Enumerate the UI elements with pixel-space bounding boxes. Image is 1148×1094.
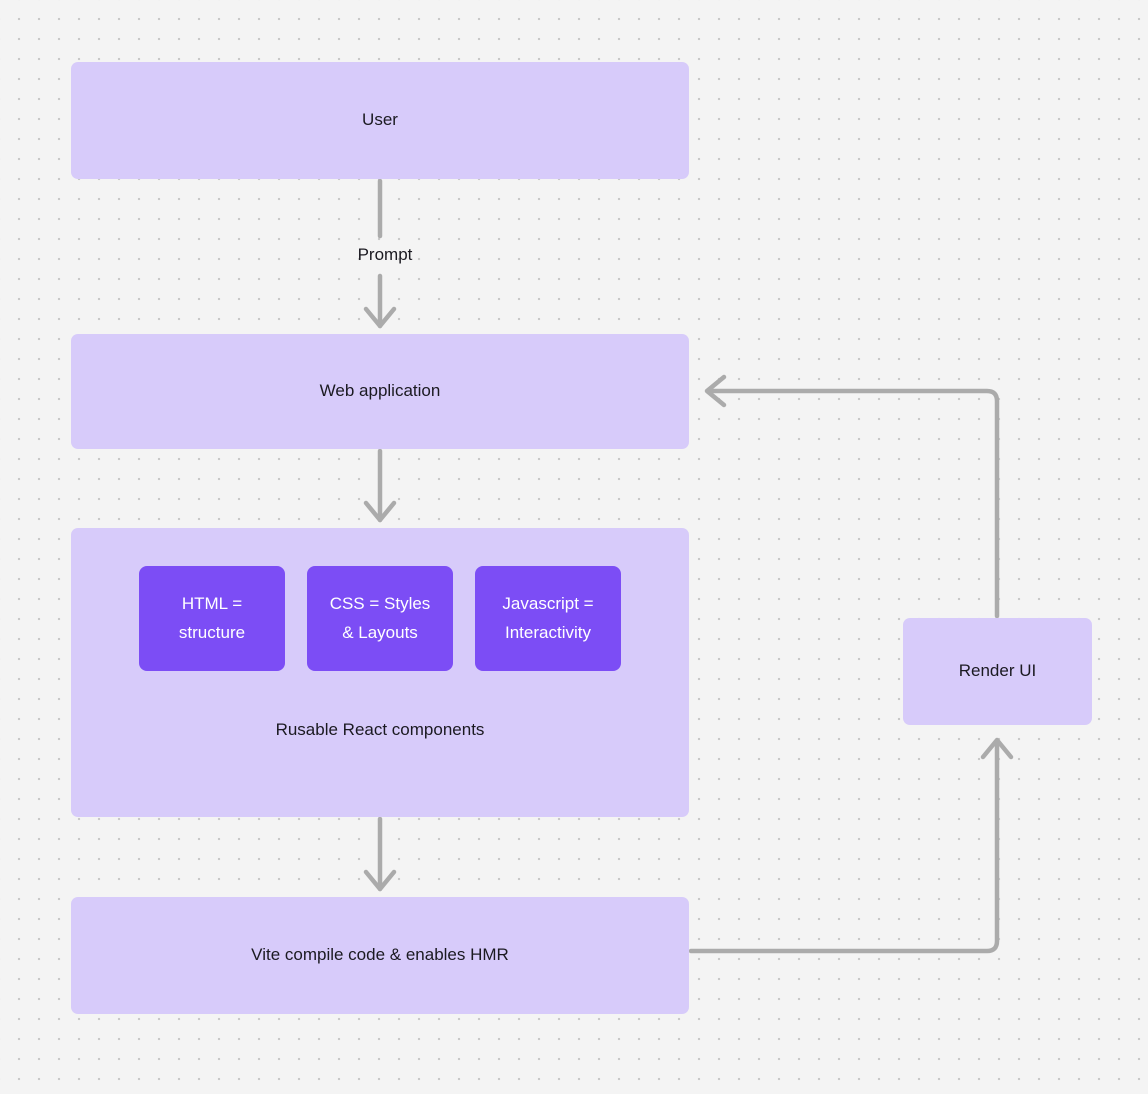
chip-css-line1: CSS = Styles bbox=[329, 593, 431, 613]
chip-html-line1: HTML = bbox=[181, 593, 243, 613]
chip-html-line2: structure bbox=[178, 622, 246, 642]
chip-css-line2: & Layouts bbox=[342, 622, 418, 642]
arrowhead-webapp-to-comp bbox=[363, 500, 397, 523]
chip-html-label: HTML = structure bbox=[179, 590, 245, 648]
node-react-components[interactable]: HTML = structure CSS = Styles & Layouts … bbox=[71, 528, 689, 817]
chip-css-label: CSS = Styles & Layouts bbox=[330, 590, 431, 648]
edge-label-prompt: Prompt bbox=[357, 245, 413, 264]
arrowhead-comp-to-vite bbox=[363, 869, 397, 892]
arrowhead-vite-to-render bbox=[980, 737, 1014, 760]
node-user-label: User bbox=[362, 110, 398, 130]
edge-render-to-webapp bbox=[706, 388, 1000, 619]
node-user[interactable]: User bbox=[71, 62, 689, 179]
edge-vite-to-render bbox=[688, 739, 1000, 954]
chip-html[interactable]: HTML = structure bbox=[139, 566, 285, 671]
node-react-components-label: Rusable React components bbox=[275, 720, 485, 739]
node-vite[interactable]: Vite compile code & enables HMR bbox=[71, 897, 689, 1014]
node-render-ui[interactable]: Render UI bbox=[903, 618, 1092, 725]
technology-chip-row: HTML = structure CSS = Styles & Layouts … bbox=[139, 566, 621, 671]
chip-javascript-line1: Javascript = bbox=[502, 593, 594, 613]
chip-css[interactable]: CSS = Styles & Layouts bbox=[307, 566, 453, 671]
chip-javascript[interactable]: Javascript = Interactivity bbox=[475, 566, 621, 671]
arrowhead-prompt-to-webapp bbox=[363, 306, 397, 329]
arrowhead-render-to-webapp bbox=[704, 374, 727, 408]
chip-javascript-line2: Interactivity bbox=[505, 622, 591, 642]
react-components-inner: HTML = structure CSS = Styles & Layouts … bbox=[71, 528, 689, 817]
chip-javascript-label: Javascript = Interactivity bbox=[502, 590, 593, 648]
node-web-application[interactable]: Web application bbox=[71, 334, 689, 449]
node-vite-label: Vite compile code & enables HMR bbox=[251, 945, 509, 965]
node-web-application-label: Web application bbox=[319, 381, 441, 401]
node-render-ui-label: Render UI bbox=[958, 661, 1037, 681]
